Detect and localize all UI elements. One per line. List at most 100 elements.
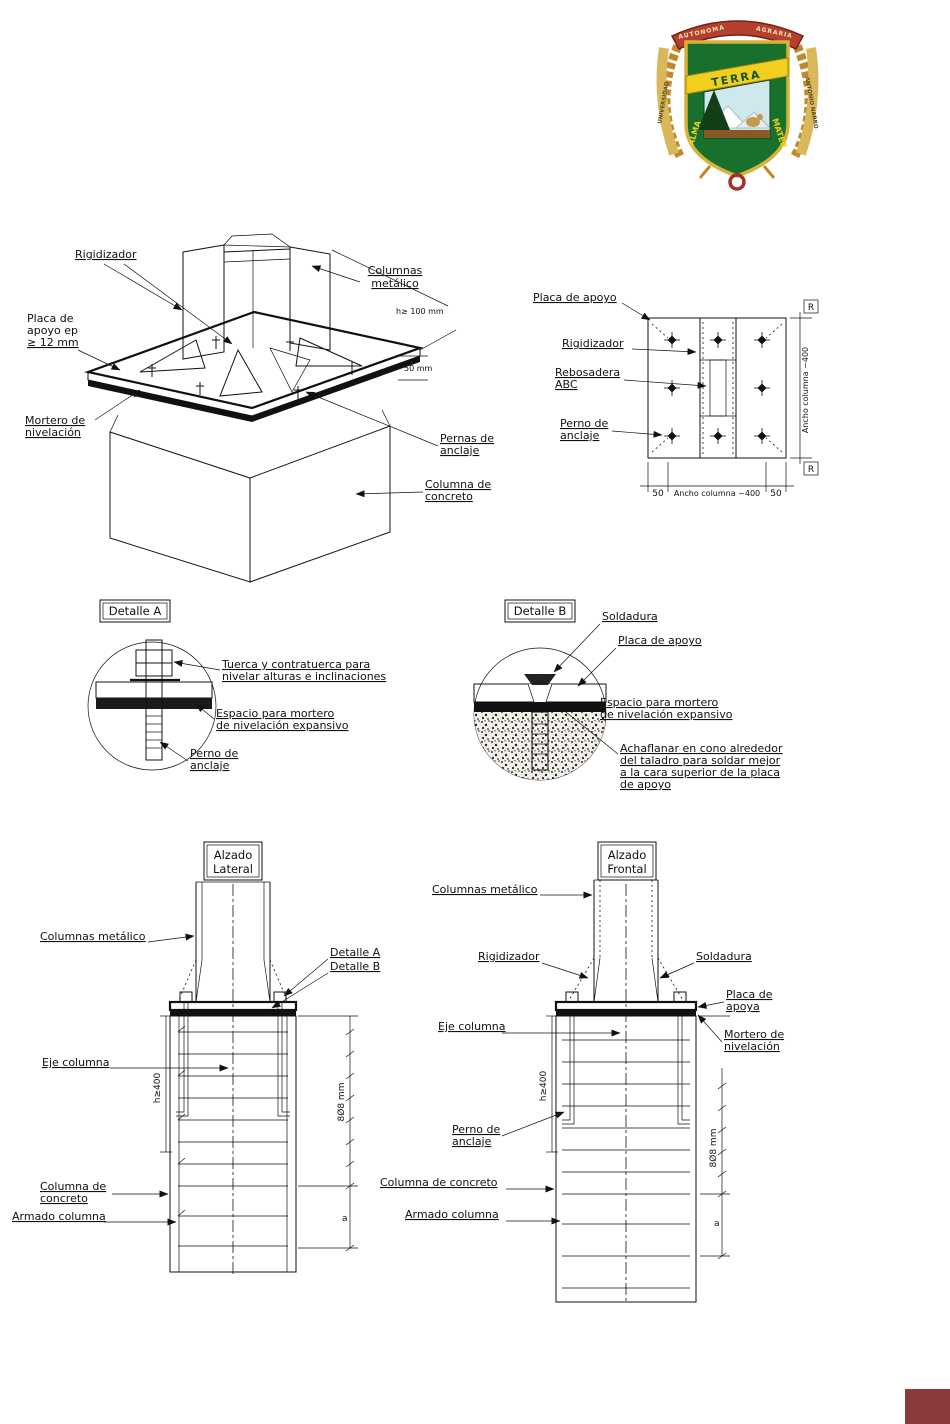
leader-detalle-a xyxy=(283,958,329,997)
label-espacio-a-1: Espacio para mortero xyxy=(216,707,335,720)
tree-icon xyxy=(698,90,730,130)
detalle-b: Detalle B Soldadura Placa de apoyo Espac… xyxy=(473,599,783,791)
label-rigidizador: Rigidizador xyxy=(75,248,137,261)
anchor-bolt-icon xyxy=(211,335,221,350)
dim-ext-line2 xyxy=(419,329,457,351)
frontal-title-2: Frontal xyxy=(607,862,646,876)
dim-h100: h≥ 100 mm xyxy=(396,307,444,316)
column-flange-left xyxy=(182,244,225,360)
ribbon-left xyxy=(656,47,679,156)
mortar-frontal xyxy=(556,1010,696,1016)
label-rigidizador-plan: Rigidizador xyxy=(562,337,624,350)
concrete-front-left-face xyxy=(109,431,251,583)
dim-h400-lateral: h≥400 xyxy=(153,1073,163,1104)
bolt-symbol xyxy=(709,331,727,349)
label-placa-b: Placa de apoyo xyxy=(618,634,702,647)
label-rebosadera-2: ABC xyxy=(555,378,578,391)
leader-rigidizador-plan xyxy=(631,348,697,356)
dim-ticks-lateral xyxy=(345,1028,355,1252)
label-perno-1: Perno de xyxy=(560,417,609,430)
label-espacio-a-2: de nivelación expansivo xyxy=(216,719,349,732)
frontal-title-box-inner xyxy=(600,844,654,878)
bolt-symbol xyxy=(663,427,681,445)
label-eje-lateral: Eje columna xyxy=(42,1056,110,1069)
bolt-symbol xyxy=(709,427,727,445)
dim-50mm: 50 mm xyxy=(404,364,433,373)
label-columnas-metalico-2: metálico xyxy=(371,277,419,290)
label-perno-frontal-2: anclaje xyxy=(452,1135,492,1148)
stiffener-front-right xyxy=(269,347,311,393)
nut-a xyxy=(135,649,173,664)
leader-perno-frontal xyxy=(501,1111,565,1137)
anchor-bolt-left2 xyxy=(176,1002,189,1117)
concrete-lateral xyxy=(169,1015,297,1273)
stiffener-slope-left-f xyxy=(567,957,595,1003)
label-placa-3: ≥ 12 mm xyxy=(27,336,79,349)
column-web-top2 xyxy=(223,258,291,263)
leader-soldadura-frontal xyxy=(659,962,695,979)
animal-icon xyxy=(746,117,760,127)
label-columna-concreto-1: Columna de xyxy=(425,478,491,491)
label-tuerca-1: Tuerca y contratuerca para xyxy=(221,658,370,671)
stiffener-inner-left xyxy=(195,959,203,1003)
label-columna-concreto-frontal: Columna de concreto xyxy=(380,1176,498,1189)
dim-ticks-frontal xyxy=(717,1082,727,1260)
anchor-bolt-icon xyxy=(195,381,205,396)
leader-rigidizador-frontal xyxy=(541,962,589,979)
label-columnas-lateral: Columnas metálico xyxy=(40,930,146,943)
stiffener-inner-right-f xyxy=(651,957,659,1003)
column-web-section xyxy=(709,359,727,417)
leader-perno-a xyxy=(159,741,189,762)
leader-placa-b xyxy=(577,647,617,687)
corner-serr-4 xyxy=(765,437,783,453)
anchor-bolt-left xyxy=(176,1002,185,1113)
dim-rebar-lateral: 8Ø8 mm xyxy=(336,1083,347,1122)
column-top-cap xyxy=(223,233,292,248)
anchor-bolt-right xyxy=(281,1002,290,1113)
stirrups-lateral xyxy=(177,1025,288,1247)
label-rigidizador-frontal: Rigidizador xyxy=(478,950,540,963)
dim-ext-line xyxy=(331,249,449,307)
lateral-title-box-inner xyxy=(206,844,260,878)
anchor-bolt-left-f xyxy=(562,1016,575,1125)
stiffener-slope-right xyxy=(269,959,289,1003)
frontal-title-1: Alzado xyxy=(608,848,646,862)
stiffener-inner-right xyxy=(263,959,271,1003)
leader-achaflanar xyxy=(555,703,619,755)
ribbon-top xyxy=(670,20,805,50)
label-rebosadera-1: Rebosadera xyxy=(555,366,620,379)
nut-left-f xyxy=(565,991,579,1003)
detalle-a-box-inner xyxy=(102,602,168,620)
anchor-bolt-right2 xyxy=(277,1002,290,1117)
ground xyxy=(704,130,770,138)
detalle-a-box xyxy=(99,599,171,623)
concrete-edge2 xyxy=(381,409,391,427)
corner-serr-2 xyxy=(765,323,783,339)
dim-vertical-ancho: Ancho columna ~400 xyxy=(801,347,810,433)
leader-columnas xyxy=(311,265,361,283)
bolt-symbol xyxy=(753,331,771,349)
label-placa-apoyo: Placa de apoyo xyxy=(533,291,617,304)
label-tuerca-2: nivelar alturas e inclinaciones xyxy=(222,670,386,683)
plate-outline xyxy=(647,317,787,459)
label-columnas-metalico-1: Columnas xyxy=(368,264,423,277)
corner-serr-1 xyxy=(651,323,669,339)
label-soldadura-b: Soldadura xyxy=(602,610,658,623)
alzado-lateral: Alzado Lateral xyxy=(12,841,381,1276)
bolt-symbol xyxy=(663,331,681,349)
bolt-symbol xyxy=(753,379,771,397)
column-web-top xyxy=(223,248,291,253)
leader-rigidizador-1 xyxy=(103,263,183,311)
leader-perno xyxy=(611,430,663,438)
lateral-title-2: Lateral xyxy=(213,862,253,876)
dim-ancho-columna: Ancho columna ~400 xyxy=(674,489,760,498)
bolt-symbol xyxy=(753,427,771,445)
mortar-band-a xyxy=(96,698,212,709)
label-achaflanar-2: del taladro para soldar mejor xyxy=(620,754,781,767)
leader-placa xyxy=(77,349,121,371)
dim-a-frontal: a xyxy=(714,1219,720,1229)
label-pernos-1: Pernas de xyxy=(440,432,494,445)
leader-espacio-b xyxy=(583,703,599,711)
stiffener-inner-left-f xyxy=(593,957,601,1003)
